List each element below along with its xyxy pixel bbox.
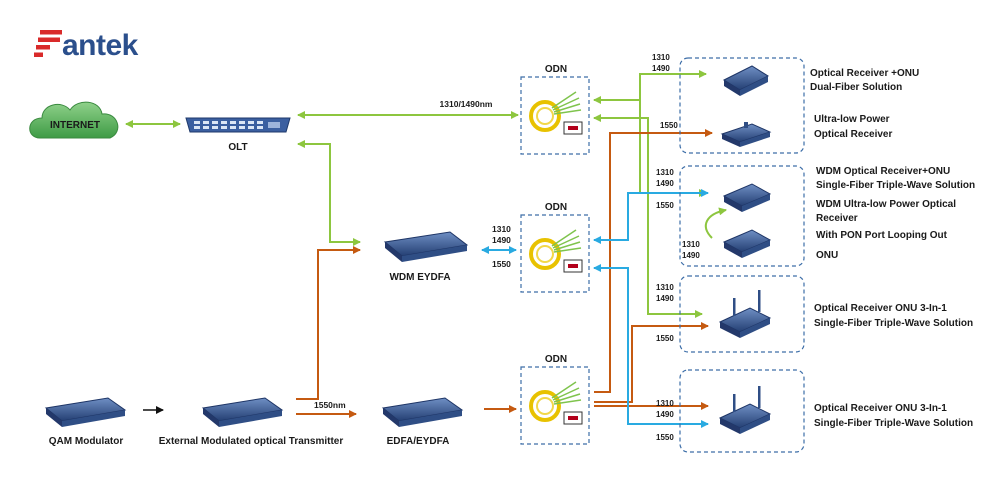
receiver-onu-3in1-icon: [718, 290, 772, 338]
g1-wave-3: 1550: [660, 121, 678, 130]
g2-wave-1: 1310: [656, 168, 674, 177]
g1-wave-2: 1490: [652, 64, 670, 73]
edfa-device: EDFA/EYDFA: [381, 397, 464, 447]
logo-text: antek: [62, 29, 139, 62]
tx-eydfa-link: [296, 246, 361, 400]
receiver-onu-3in1-icon: [718, 386, 772, 434]
g1-label1-line2: Dual-Fiber Solution: [810, 82, 902, 93]
odn-top-group1-green: [593, 70, 707, 104]
fiber-splitter-icon: [529, 229, 583, 273]
g4-wave-2: 1490: [656, 410, 674, 419]
olt-device: OLT: [185, 117, 291, 153]
group-4: 1310 1490 1550 Optical Receiver ONU 3-In…: [656, 369, 973, 453]
olt-ports-icon: [194, 121, 280, 129]
odn-mid: ODN: [520, 202, 590, 293]
odn-bottom: ODN: [520, 354, 590, 445]
mid-wave-1550: 1550: [492, 259, 511, 269]
wdm-receiver-onu-icon: [722, 183, 772, 212]
g2-wave-4: 1310: [682, 240, 700, 249]
wdm-eydfa-label: WDM EYDFA: [389, 272, 450, 283]
g2-label2-line2: Receiver: [816, 213, 858, 224]
g2-wave-2: 1490: [656, 179, 674, 188]
wdm-eydfa-device: WDM EYDFA: [383, 231, 469, 283]
olt-label: OLT: [228, 142, 247, 153]
edfa-label: EDFA/EYDFA: [387, 436, 450, 447]
g4-label1-line2: Single-Fiber Triple-Wave Solution: [814, 418, 973, 429]
tx-edfa-wavelength: 1550nm: [314, 400, 346, 410]
mid-wave-1490: 1490: [492, 235, 511, 245]
internet-cloud: INTERNET: [29, 101, 119, 139]
logo-mark-icon: [34, 30, 62, 57]
g1-label2-line2: Optical Receiver: [814, 129, 892, 140]
g2-label1-line2: Single-Fiber Triple-Wave Solution: [816, 180, 975, 191]
g2-wave-3: 1550: [656, 201, 674, 210]
odn-top-label: ODN: [545, 64, 567, 75]
g4-wave-3: 1550: [656, 433, 674, 442]
g3-wave-2: 1490: [656, 294, 674, 303]
qam-device: QAM Modulator: [44, 397, 127, 447]
g4-label1-line1: Optical Receiver ONU 3-In-1: [814, 403, 947, 414]
fiber-splitter-icon: [529, 91, 583, 135]
transmitter-label: External Modulated optical Transmitter: [159, 436, 344, 447]
odn-mid-group2-blue: [593, 189, 709, 244]
olt-odn-wavelength: 1310/1490nm: [440, 99, 493, 109]
g2-wave-5: 1490: [682, 251, 700, 260]
odn-mid-label: ODN: [545, 202, 567, 213]
company-logo: antek: [34, 29, 139, 62]
g2-label1-line1: WDM Optical Receiver+ONU: [816, 166, 950, 177]
odn-bot-group1-orange: [594, 129, 713, 393]
g3-label1-line2: Single-Fiber Triple-Wave Solution: [814, 318, 973, 329]
transmitter-device: External Modulated optical Transmitter: [159, 397, 344, 447]
group-2: 1310 1490 1550 1310 1490 WDM Optical Rec…: [656, 165, 975, 267]
g3-label1-line1: Optical Receiver ONU 3-In-1: [814, 303, 947, 314]
g3-wave-3: 1550: [656, 334, 674, 343]
g2-label2-line1: WDM Ultra-low Power Optical: [816, 199, 956, 210]
odn-bottom-label: ODN: [545, 354, 567, 365]
onu-icon: [722, 229, 772, 258]
g2-label4: ONU: [816, 250, 838, 261]
mid-wave-1310: 1310: [492, 224, 511, 234]
g1-label1-line1: Optical Receiver +ONU: [810, 68, 919, 79]
group-3: 1310 1490 1550 Optical Receiver ONU 3-In…: [656, 275, 973, 353]
qam-label: QAM Modulator: [49, 436, 124, 447]
odn-bot-group3-orange: [594, 322, 709, 403]
olt-eydfa-link: [297, 140, 361, 246]
ultra-low-power-receiver-icon: [720, 122, 772, 147]
g2-label3: With PON Port Looping Out: [816, 230, 948, 241]
g4-wave-1: 1310: [656, 399, 674, 408]
odn-top: ODN: [520, 64, 590, 155]
group-1: 1310 1490 1550 Optical Receiver +ONU Dua…: [652, 53, 919, 154]
g3-wave-1: 1310: [656, 283, 674, 292]
g1-label2-line1: Ultra-low Power: [814, 114, 890, 125]
internet-label: INTERNET: [50, 120, 100, 131]
g1-wave-1: 1310: [652, 53, 670, 62]
optical-receiver-onu-icon: [722, 65, 770, 96]
pon-loop-arrow: [704, 207, 727, 239]
odn-mid-group4-blue: [593, 264, 709, 428]
fiber-splitter-icon: [529, 381, 583, 425]
